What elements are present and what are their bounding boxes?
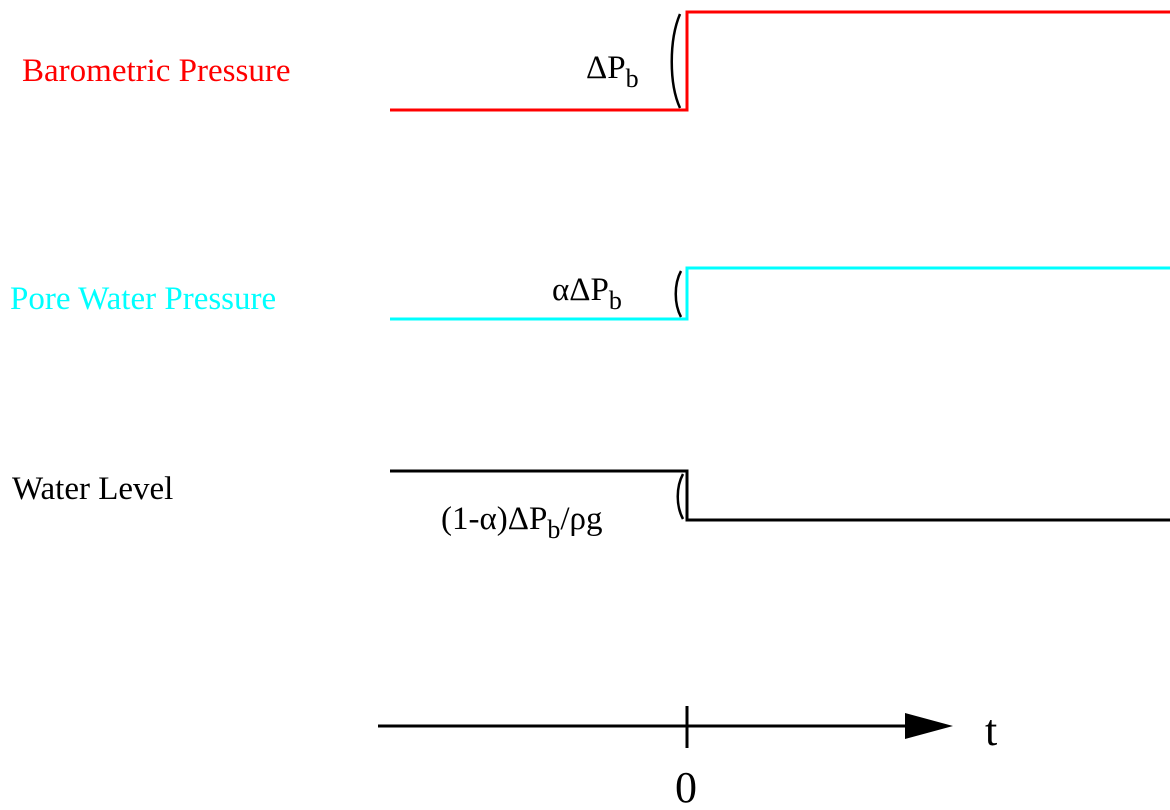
water-delta-label: (1-α)ΔPb/ρg (441, 501, 602, 544)
barometric-step-line (390, 10, 1170, 112)
pore-delta-brace (674, 270, 683, 318)
pore-delta-label: αΔPb (552, 272, 622, 315)
time-axis: t 0 (378, 706, 997, 810)
water-row: Water Level (1-α)ΔPb/ρg (12, 469, 1170, 544)
time-axis-arrowhead (905, 713, 953, 739)
barometric-delta-label: ΔPb (586, 50, 639, 93)
origin-label: 0 (675, 763, 697, 810)
pore-step-line (390, 266, 1170, 321)
barometric-delta-brace (670, 13, 682, 109)
water-delta-brace (676, 473, 685, 520)
pore-row: Pore Water Pressure αΔPb (10, 266, 1170, 321)
water-step-line (390, 469, 1170, 522)
barometric-row: Barometric Pressure ΔPb (22, 10, 1170, 112)
barometric-label: Barometric Pressure (22, 53, 291, 89)
pore-label: Pore Water Pressure (10, 281, 276, 317)
water-label: Water Level (12, 471, 173, 507)
time-axis-label: t (985, 706, 997, 755)
